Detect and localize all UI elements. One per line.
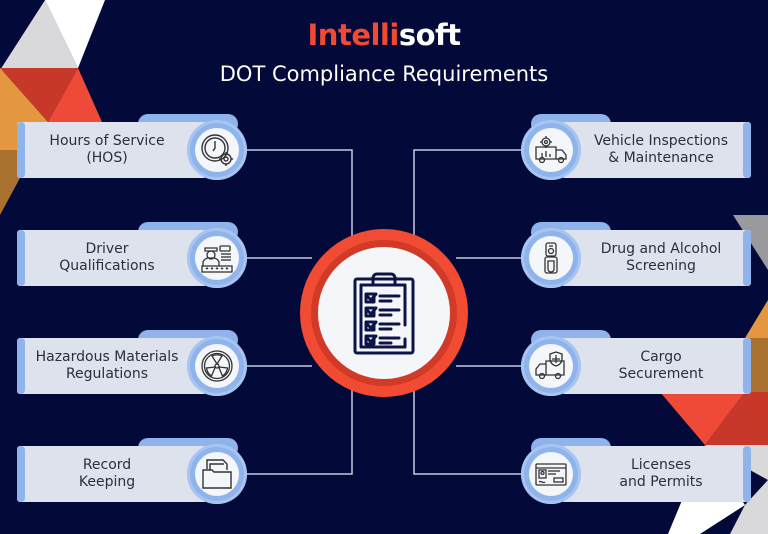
clipboard-checklist-icon [353, 272, 415, 355]
card-body [17, 446, 207, 502]
card-body [561, 338, 751, 394]
id-card-icon [535, 463, 567, 486]
card-label-line1: Cargo [640, 349, 682, 365]
card-body [561, 230, 751, 286]
icon-ring [521, 120, 581, 180]
card-label-line2: Screening [626, 258, 696, 274]
card-label-line2: and Permits [619, 474, 703, 490]
icon-holder [195, 452, 239, 496]
icon-ring [187, 120, 247, 180]
clock-gear-icon [201, 134, 233, 166]
card-body [17, 338, 207, 394]
card-body [17, 122, 207, 178]
card-edge [17, 446, 25, 502]
radiation-icon [201, 350, 233, 382]
icon-holder [529, 128, 573, 172]
card-edge [743, 230, 751, 286]
breathalyzer-icon [544, 242, 558, 274]
card-edge [17, 338, 25, 394]
truck-shield-icon [535, 351, 565, 380]
icon-holder [195, 236, 239, 280]
card-edge [743, 122, 751, 178]
icon-ring [521, 336, 581, 396]
card-label-line1: Hazardous Materials [35, 349, 179, 365]
center-hub-ring [311, 240, 457, 386]
card-label-line2: Keeping [78, 474, 136, 490]
icon-holder [195, 344, 239, 388]
brand-logo: Intellisoft [0, 18, 768, 52]
card-label-line1: Vehicle Inspections [593, 133, 729, 149]
card-label-line2: Securement [618, 366, 704, 382]
card-label: Vehicle Inspections& Maintenance [581, 122, 741, 178]
page-title: DOT Compliance Requirements [219, 62, 549, 86]
icon-ring [187, 444, 247, 504]
card-edge [17, 230, 25, 286]
brand-logo-part1: Intelli [307, 18, 400, 52]
card-label-line2: Regulations [65, 366, 149, 382]
card-label-line1: Record [82, 457, 132, 473]
card-body [561, 446, 751, 502]
icon-ring [187, 228, 247, 288]
icon-holder [529, 344, 573, 388]
card-body [17, 230, 207, 286]
card-label-line1: Driver [85, 241, 129, 257]
card-label-line2: (HOS) [86, 150, 128, 166]
card-edge [743, 446, 751, 502]
card-label-line1: Hours of Service [49, 133, 165, 149]
card-edge [743, 338, 751, 394]
requirement-card-hours-of-service: Hours of Service(HOS) [17, 114, 267, 184]
card-label-line2: Qualifications [59, 258, 155, 274]
card-body [561, 122, 751, 178]
center-hub-inner [318, 247, 450, 379]
folder-documents-icon [202, 459, 232, 489]
icon-ring [521, 228, 581, 288]
icon-holder [529, 452, 573, 496]
center-hub [300, 229, 468, 397]
card-label: Hours of Service(HOS) [27, 122, 187, 178]
icon-holder [195, 128, 239, 172]
driver-rating-icon [201, 245, 233, 273]
truck-gear-icon [535, 136, 567, 164]
card-edge [17, 122, 25, 178]
icon-ring [521, 444, 581, 504]
card-label-line2: & Maintenance [608, 150, 714, 166]
requirement-card-vehicle-inspections: Vehicle Inspections& Maintenance [501, 114, 751, 184]
icon-holder [529, 236, 573, 280]
icon-ring [187, 336, 247, 396]
card-label-line1: Drug and Alcohol [600, 241, 722, 257]
card-label-line1: Licenses [630, 457, 692, 473]
brand-logo-part2: soft [398, 18, 461, 52]
